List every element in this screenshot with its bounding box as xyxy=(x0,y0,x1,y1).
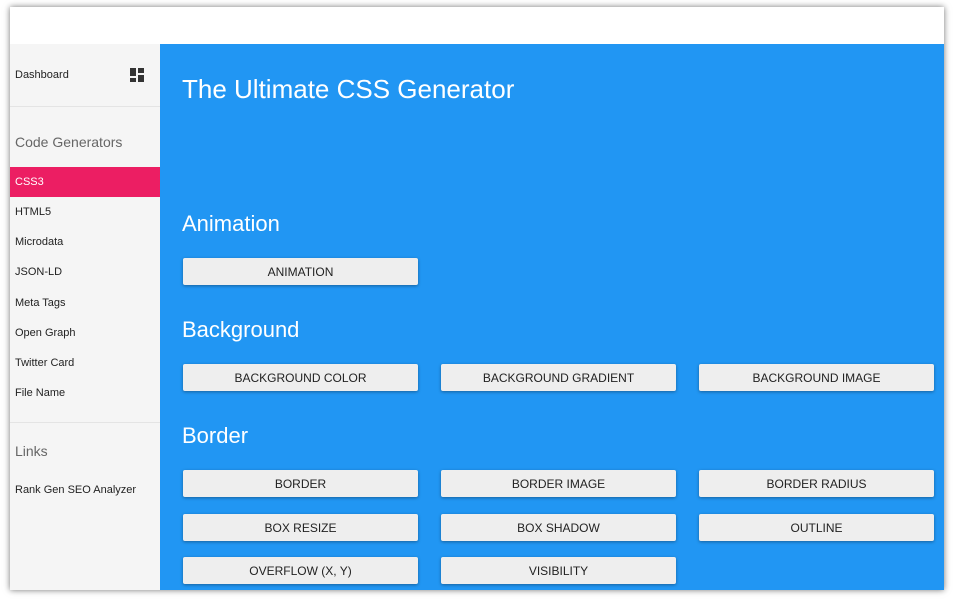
section-title-border: Border xyxy=(182,423,249,448)
border-radius-button[interactable]: BORDER RADIUS xyxy=(699,470,934,497)
sidebar-item-label: Rank Gen SEO Analyzer xyxy=(15,484,137,496)
sidebar-link-rank-gen-seo-analyzer[interactable]: Rank Gen SEO Analyzer xyxy=(10,475,160,505)
sidebar-item-label: Open Graph xyxy=(15,327,76,339)
sidebar-item-label: Twitter Card xyxy=(15,357,75,369)
sidebar-item-file-name[interactable]: File Name xyxy=(10,378,160,408)
sidebar-item-json-ld[interactable]: JSON-LD xyxy=(10,257,160,287)
visibility-button[interactable]: VISIBILITY xyxy=(441,557,676,584)
sidebar-item-label: File Name xyxy=(15,387,66,399)
sidebar-item-html5[interactable]: HTML5 xyxy=(10,197,160,227)
sidebar-item-twitter-card[interactable]: Twitter Card xyxy=(10,348,160,378)
outline-button[interactable]: OUTLINE xyxy=(699,514,934,541)
dashboard-icon xyxy=(130,68,144,82)
animation-button[interactable]: ANIMATION xyxy=(183,258,418,285)
links-header: Links xyxy=(15,443,48,459)
background-image-button[interactable]: BACKGROUND IMAGE xyxy=(699,364,934,391)
box-shadow-button[interactable]: BOX SHADOW xyxy=(441,514,676,541)
sidebar-item-css3[interactable]: CSS3 xyxy=(10,167,160,197)
sidebar: Dashboard Code Generators CSS3 HTML5 Mic… xyxy=(10,44,160,590)
background-color-button[interactable]: BACKGROUND COLOR xyxy=(183,364,418,391)
sidebar-item-open-graph[interactable]: Open Graph xyxy=(10,318,160,348)
section-title-animation: Animation xyxy=(182,211,280,236)
browser-window: Dashboard Code Generators CSS3 HTML5 Mic… xyxy=(10,7,944,590)
top-bar xyxy=(10,7,944,45)
sidebar-item-label: Microdata xyxy=(15,236,64,248)
border-button[interactable]: BORDER xyxy=(183,470,418,497)
background-gradient-button[interactable]: BACKGROUND GRADIENT xyxy=(441,364,676,391)
sidebar-item-microdata[interactable]: Microdata xyxy=(10,227,160,257)
main-content: The Ultimate CSS Generator Animation ANI… xyxy=(160,44,944,590)
sidebar-item-label: JSON-LD xyxy=(15,266,63,278)
border-image-button[interactable]: BORDER IMAGE xyxy=(441,470,676,497)
dashboard-label: Dashboard xyxy=(15,69,69,81)
box-resize-button[interactable]: BOX RESIZE xyxy=(183,514,418,541)
sidebar-item-label: CSS3 xyxy=(15,176,44,188)
sidebar-item-label: HTML5 xyxy=(15,206,52,218)
page-title: The Ultimate CSS Generator xyxy=(182,74,515,104)
sidebar-divider xyxy=(10,106,160,107)
sidebar-item-label: Meta Tags xyxy=(15,297,66,309)
section-title-background: Background xyxy=(182,317,300,342)
overflow-button[interactable]: OVERFLOW (X, Y) xyxy=(183,557,418,584)
sidebar-item-meta-tags[interactable]: Meta Tags xyxy=(10,288,160,318)
sidebar-item-dashboard[interactable]: Dashboard xyxy=(10,44,160,106)
sidebar-divider xyxy=(10,422,160,423)
code-generators-header: Code Generators xyxy=(15,134,123,150)
